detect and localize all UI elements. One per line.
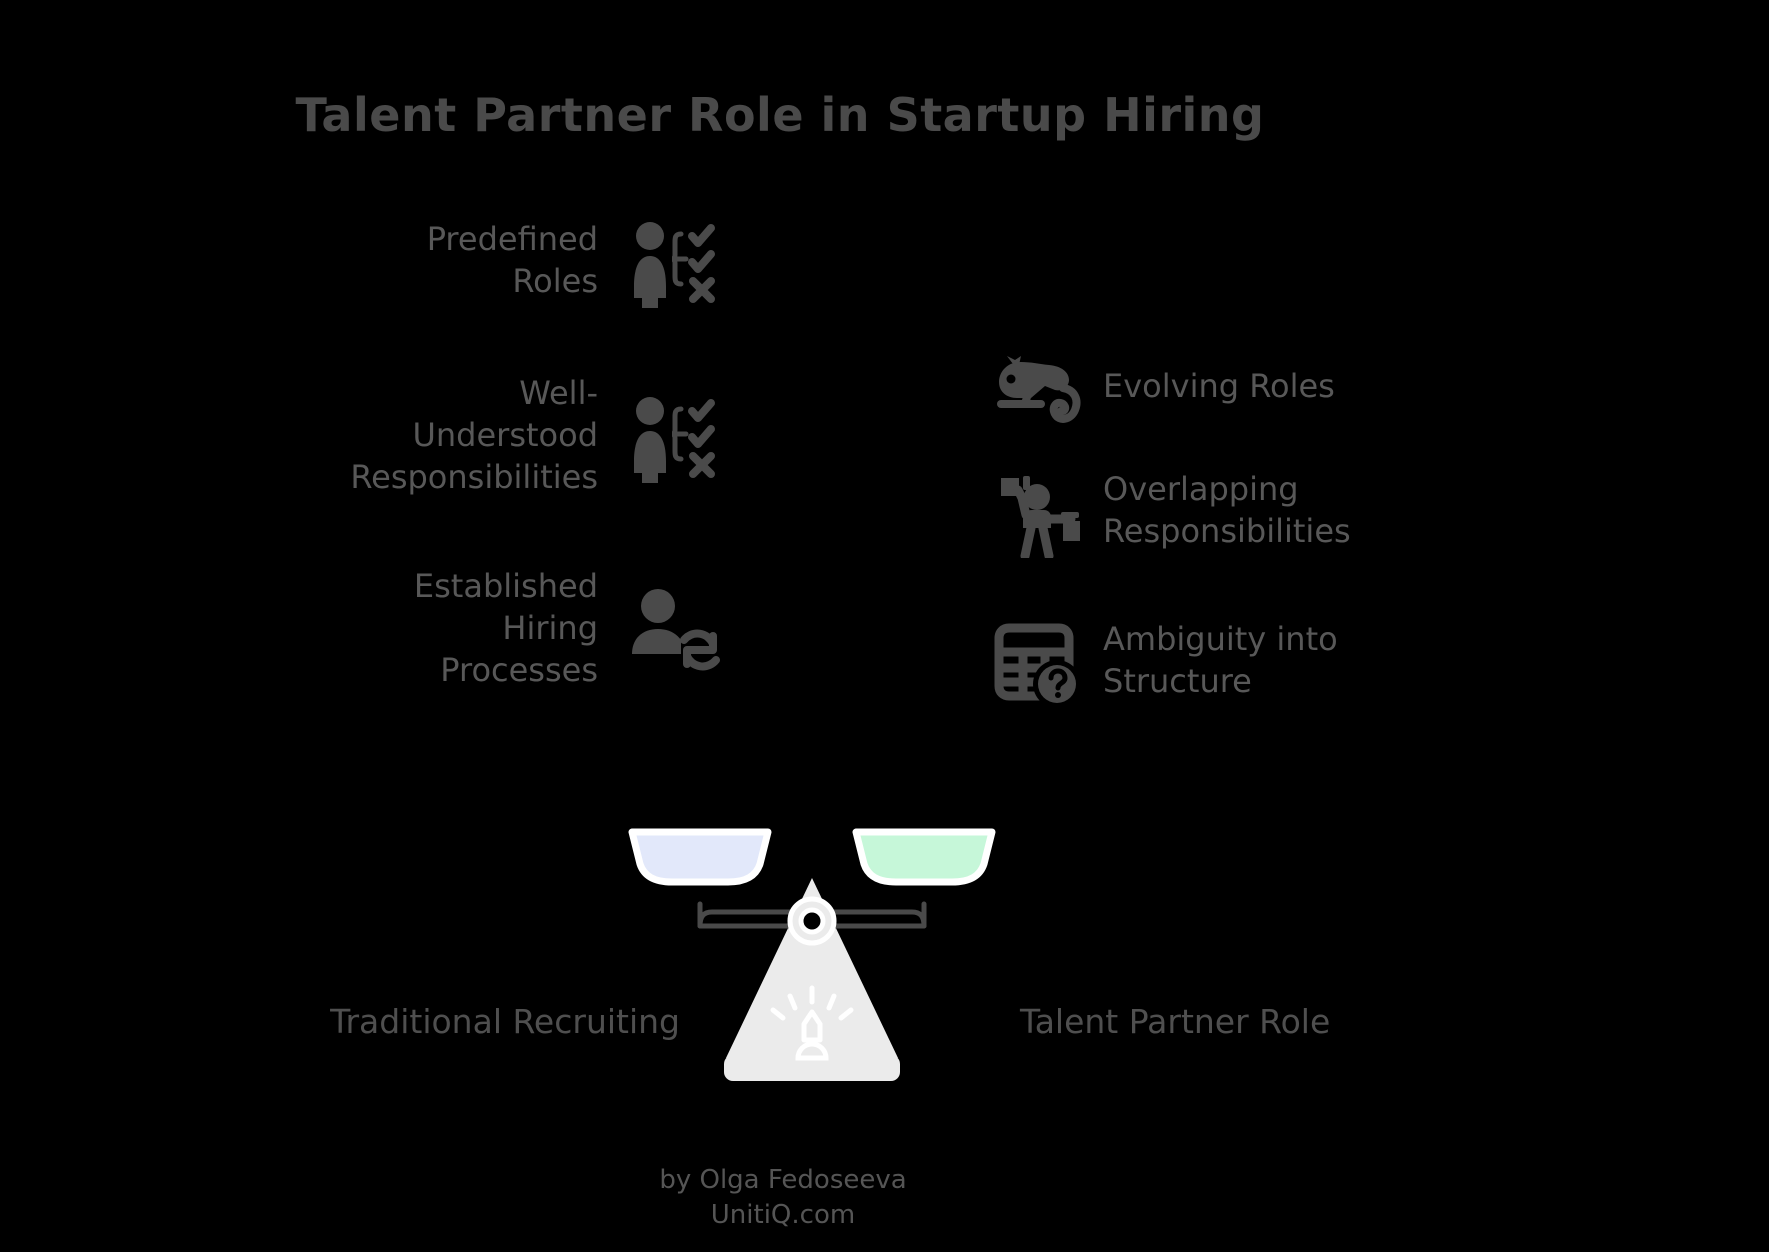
left-item-label: Established Hiring Processes (413, 567, 598, 690)
left-item-well-understood-responsibilities: Well- Understood Responsibilities (260, 372, 720, 499)
balance-scale (612, 820, 1012, 1090)
table-question-icon (985, 612, 1081, 708)
scale-pan-left (628, 828, 772, 886)
person-juggling-boxes-icon (985, 462, 1081, 558)
right-item-overlapping-responsibilities: Overlapping Responsibilities (985, 462, 1545, 558)
right-item-label: Evolving Roles (1103, 366, 1335, 405)
person-checklist-icon (624, 387, 720, 484)
person-checklist-icon (624, 212, 720, 308)
left-item-label: Predefined Roles (426, 219, 598, 300)
right-item-label: Ambiguity into Structure (1103, 619, 1338, 700)
left-item-predefined-roles: Predefined Roles (260, 212, 720, 308)
right-item-ambiguity-into-structure: Ambiguity into Structure (985, 612, 1545, 708)
footer-credit: by Olga Fedoseeva UnitiQ.com (0, 1163, 1566, 1233)
person-refresh-icon (624, 580, 720, 676)
scale-pan-right (852, 828, 996, 886)
left-item-label: Well- Understood Responsibilities (350, 374, 598, 497)
footer-site: UnitiQ.com (710, 1200, 856, 1231)
left-item-established-hiring-processes: Established Hiring Processes (260, 565, 720, 692)
footer-author: by Olga Fedoseeva (659, 1165, 907, 1195)
chameleon-icon (985, 338, 1081, 434)
scale-label-traditional-recruiting: Traditional Recruiting (330, 1002, 680, 1041)
right-item-evolving-roles: Evolving Roles (985, 338, 1545, 434)
page-title: Talent Partner Role in Startup Hiring (295, 88, 1265, 142)
scale-label-talent-partner-role: Talent Partner Role (1020, 1002, 1331, 1041)
right-item-label: Overlapping Responsibilities (1103, 469, 1351, 550)
